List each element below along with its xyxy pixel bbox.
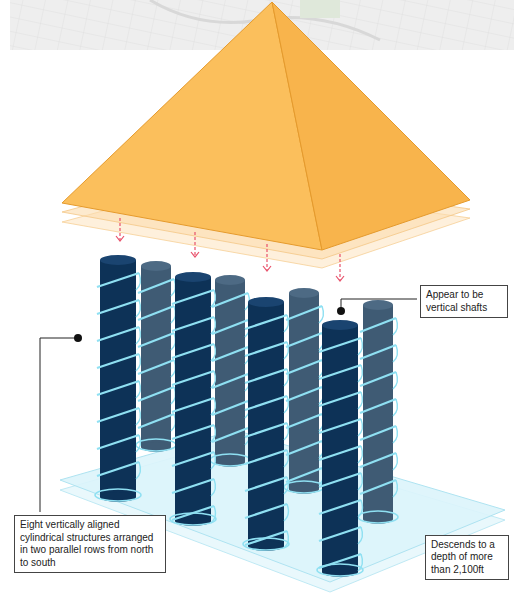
down-arrows <box>116 218 344 281</box>
callout-text: Appear to be vertical shafts <box>426 289 502 314</box>
callout-text: Eight vertically aligned cylindrical str… <box>20 519 160 569</box>
shaft <box>317 320 363 577</box>
shaft <box>358 300 398 524</box>
shaft <box>284 288 324 494</box>
callout-box: Descends to a depth of more than 2,100ft <box>425 535 509 581</box>
pyramid <box>62 2 470 250</box>
shaft <box>95 255 141 502</box>
shaft <box>170 272 216 526</box>
leader-lines <box>40 299 417 512</box>
shaft <box>210 275 250 467</box>
callout-box: Appear to be vertical shafts <box>420 285 508 318</box>
callout-box: Eight vertically aligned cylindrical str… <box>14 515 166 573</box>
callout-text: Descends to a depth of more than 2,100ft <box>431 539 503 577</box>
shaft <box>136 261 176 452</box>
shaft <box>243 297 289 551</box>
